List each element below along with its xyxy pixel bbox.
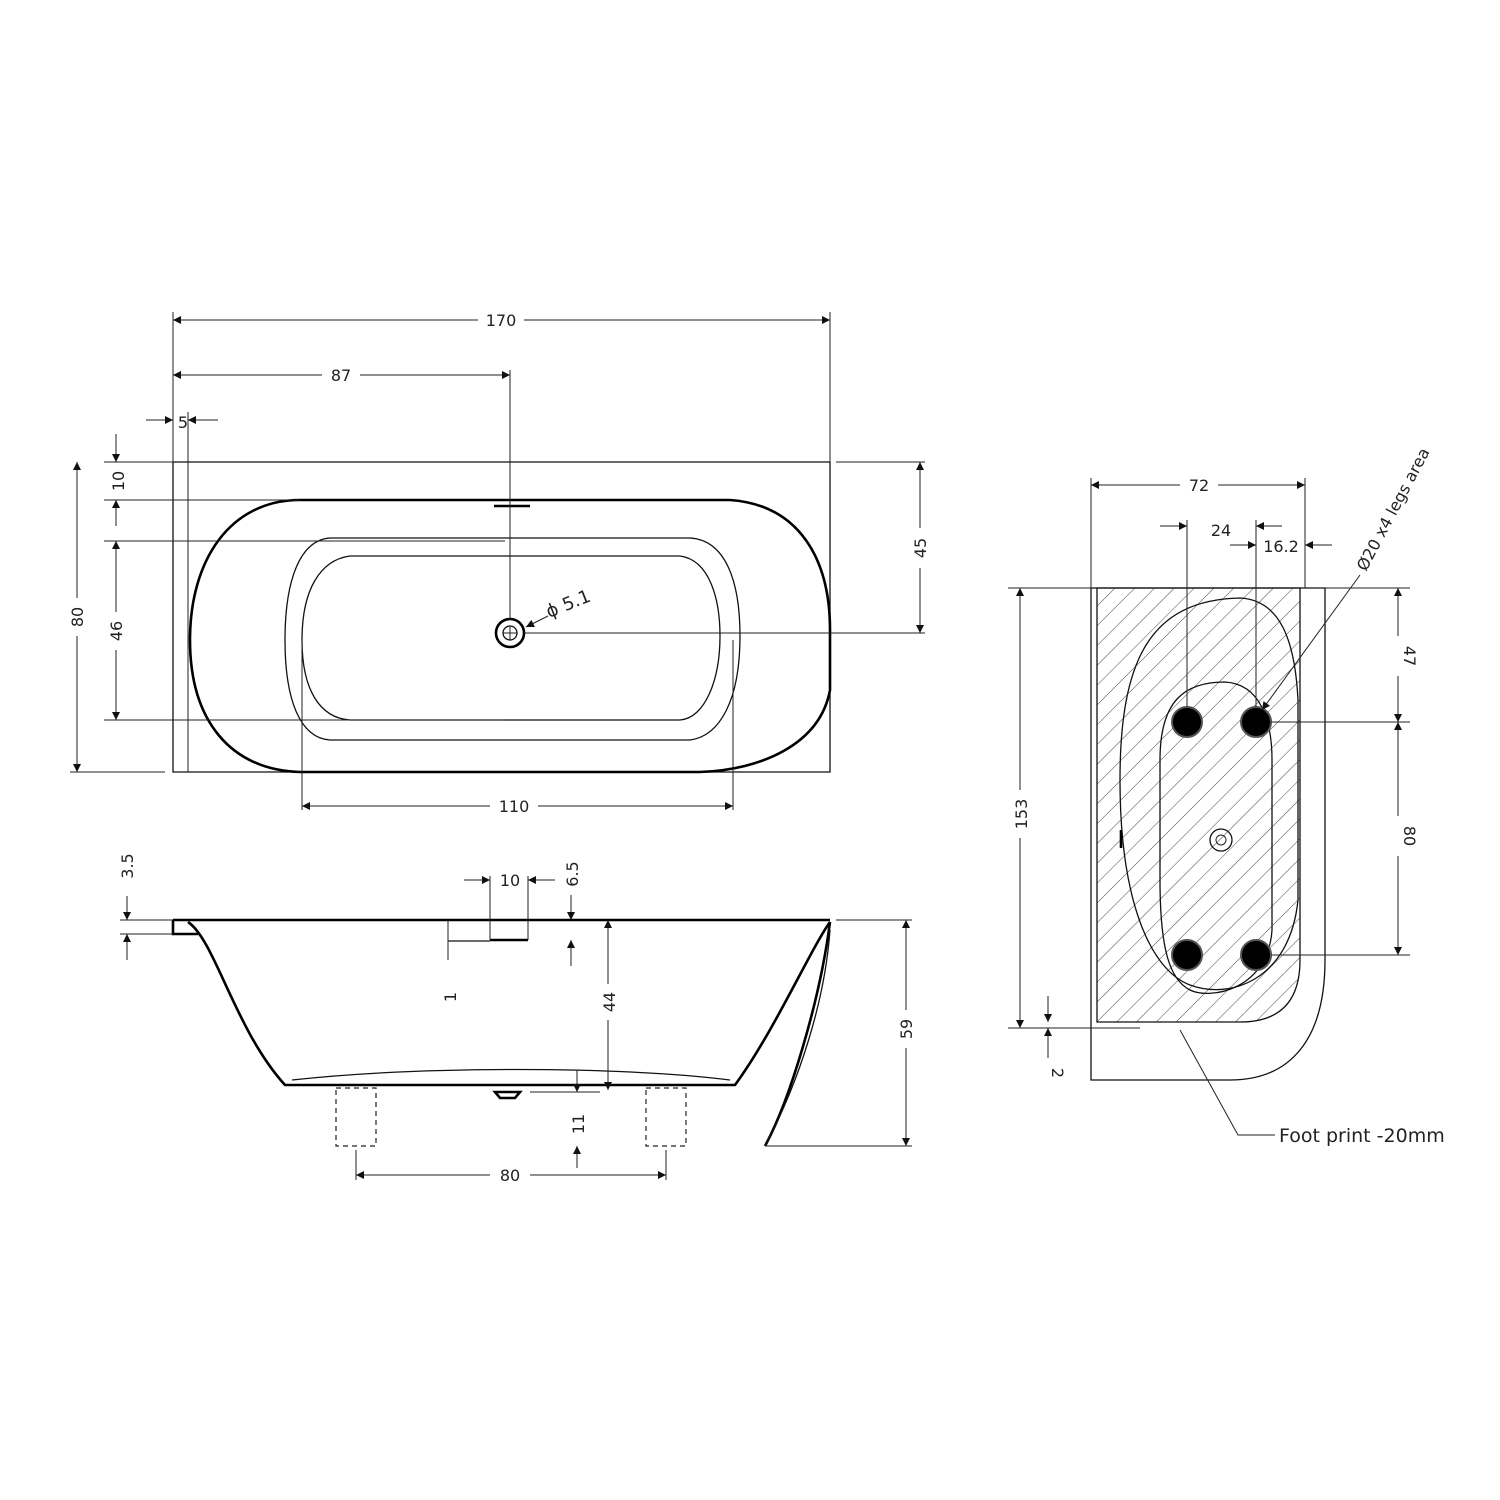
plan-view-outline [1090, 587, 1326, 1081]
dim-overflow-offset: 6.5 [563, 861, 582, 886]
plan-view: 72 24 16.2 Ø20 x4 legs area 153 47 80 2 … [1008, 445, 1445, 1147]
plan-dim-leg-offset-c: 47 [1400, 646, 1419, 666]
plan-dim-leg-offset-b: 16.2 [1263, 537, 1299, 556]
dim-rim-top: 10 [109, 471, 128, 491]
dim-overflow-width: 10 [500, 871, 520, 890]
side-leg-right [645, 1087, 687, 1147]
dim-inner-width: 46 [107, 621, 126, 641]
side-leg-left [335, 1087, 377, 1147]
dim-drain-height: 11 [569, 1114, 588, 1134]
top-view-inner-basin [284, 537, 741, 741]
top-view: 170 87 5 10 80 46 45 ϕ 5.1 110 [68, 311, 930, 816]
leg-top-right [1240, 706, 1272, 738]
plan-dim-leg-spacing: 80 [1400, 826, 1419, 846]
dim-rim-margin: 5 [178, 413, 188, 432]
side-view: 3.5 10 6.5 1 44 59 11 80 [118, 853, 916, 1185]
leg-bottom-right [1240, 939, 1272, 971]
dim-height-total: 59 [897, 1019, 916, 1039]
dim-length: 170 [486, 311, 517, 330]
dim-inner-length: 110 [499, 797, 530, 816]
plan-dim-leg-offset-a: 24 [1211, 521, 1231, 540]
side-view-shell [187, 920, 832, 1087]
plan-dim-clearance: 2 [1048, 1068, 1067, 1078]
leg-bottom-left [1171, 939, 1203, 971]
top-view-outer-basin [188, 498, 832, 774]
dim-rim-thickness: 3.5 [118, 853, 137, 878]
dim-overflow-height: 1 [441, 992, 460, 1002]
dim-drain-to-back: 45 [911, 538, 930, 558]
footprint-hatch [1097, 588, 1300, 1022]
dim-depth-inner: 44 [600, 992, 619, 1012]
plan-footprint-note: Foot print -20mm [1279, 1125, 1445, 1147]
dim-leg-spacing: 80 [500, 1166, 520, 1185]
dim-drain-diameter: ϕ 5.1 [543, 586, 594, 623]
plan-dim-length: 153 [1012, 799, 1031, 830]
dim-drain-offset: 87 [331, 366, 351, 385]
top-view-inner-floor [301, 555, 721, 721]
top-view-outline [172, 461, 831, 773]
plan-dim-width: 72 [1189, 476, 1209, 495]
plan-legs-note: Ø20 x4 legs area [1353, 445, 1434, 574]
dim-width: 80 [68, 607, 87, 627]
leg-top-left [1171, 706, 1203, 738]
plan-drain [1209, 828, 1233, 852]
